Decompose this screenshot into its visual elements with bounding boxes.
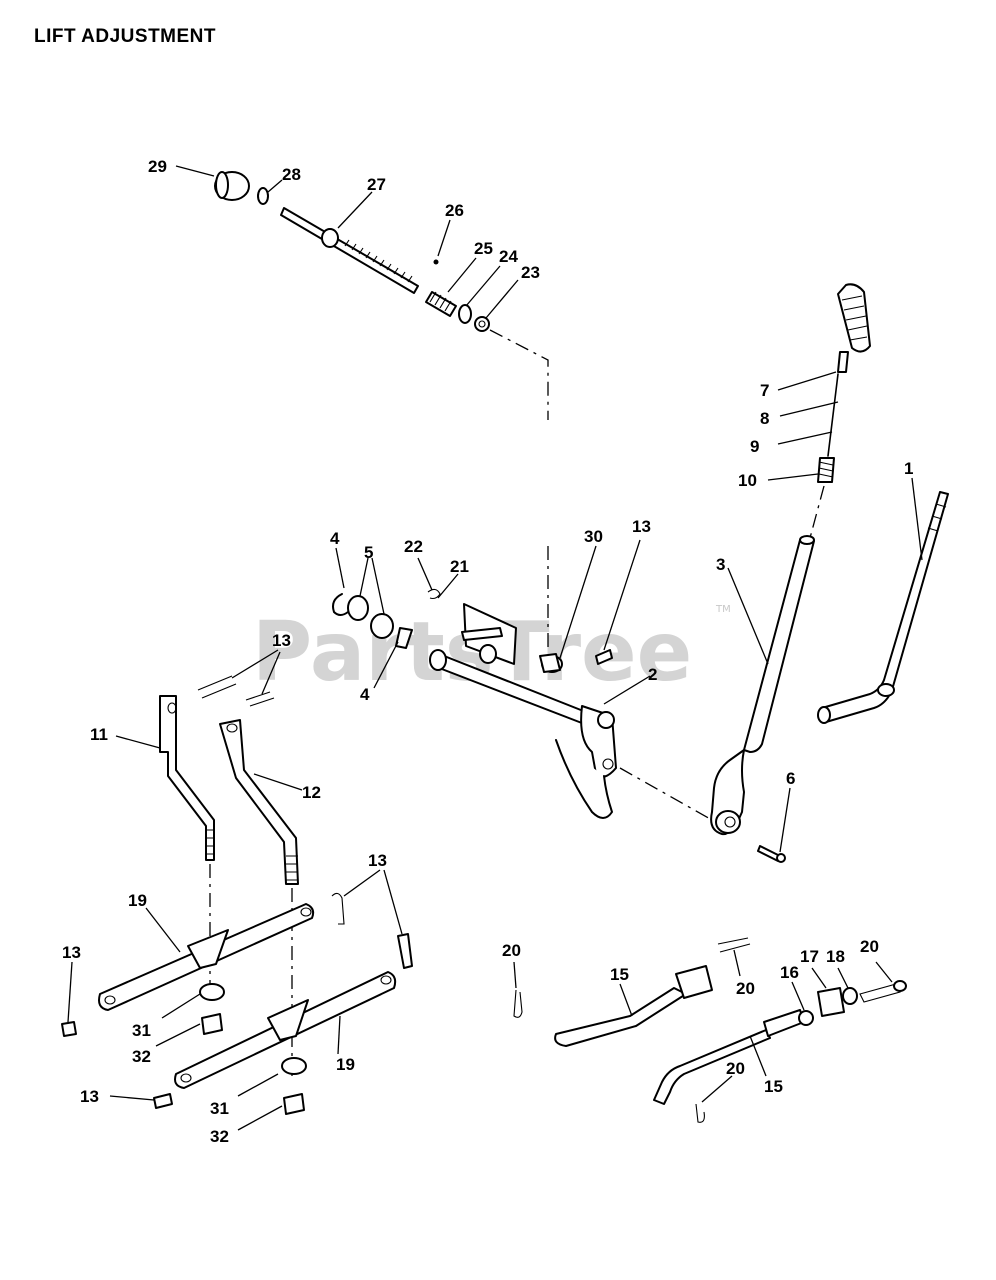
callout-29: 29 bbox=[148, 157, 167, 176]
part-17-block bbox=[817, 987, 845, 1017]
callout-20d: 20 bbox=[860, 937, 879, 956]
part-7-grip bbox=[837, 283, 871, 353]
part-13-pins-top bbox=[197, 675, 275, 707]
part-30-bushing bbox=[539, 653, 563, 673]
callout-31a: 31 bbox=[132, 1021, 151, 1040]
part-20-clip-lower bbox=[695, 1103, 705, 1123]
callout-30: 30 bbox=[584, 527, 603, 546]
callout-32a: 32 bbox=[132, 1047, 151, 1066]
part-20-clip-right bbox=[859, 980, 907, 1003]
part-2-lift-shaft bbox=[429, 603, 617, 819]
callout-26: 26 bbox=[445, 201, 464, 220]
part-31-bushing bbox=[199, 983, 307, 1075]
part-27-adjust-rod bbox=[280, 207, 419, 294]
part-12-lift-link bbox=[219, 719, 299, 885]
callout-11: 11 bbox=[90, 725, 108, 744]
part-4-e-ring bbox=[332, 593, 349, 616]
callout-27: 27 bbox=[367, 175, 386, 194]
callout-9: 9 bbox=[750, 437, 759, 456]
callout-13c: 13 bbox=[368, 851, 387, 870]
centerline-lever bbox=[809, 485, 825, 539]
callout-20b: 20 bbox=[736, 979, 755, 998]
part-8-pin bbox=[837, 351, 849, 373]
callout-15a: 15 bbox=[610, 965, 629, 984]
callout-31b: 31 bbox=[210, 1099, 229, 1118]
part-9-rod bbox=[827, 373, 839, 457]
part-1-rod bbox=[817, 491, 949, 724]
callout-8: 8 bbox=[760, 409, 769, 428]
callout-7: 7 bbox=[760, 381, 769, 400]
part-16-nut bbox=[798, 1010, 814, 1026]
callout-21: 21 bbox=[450, 557, 469, 576]
part-4-clip bbox=[395, 627, 413, 649]
part-18-washer bbox=[842, 987, 858, 1005]
callout-13b: 13 bbox=[272, 631, 291, 650]
part-23-nut bbox=[474, 316, 490, 332]
callout-4a: 4 bbox=[330, 529, 340, 548]
part-13-pin bbox=[595, 649, 613, 665]
callout-labels: 29 28 27 26 25 24 23 7 8 9 10 1 3 6 4 5 … bbox=[62, 157, 913, 1146]
callout-6: 6 bbox=[786, 769, 795, 788]
callout-18: 18 bbox=[826, 947, 845, 966]
callout-32b: 32 bbox=[210, 1127, 229, 1146]
callout-13d: 13 bbox=[62, 943, 81, 962]
part-5-washer bbox=[347, 595, 394, 639]
part-10-spring bbox=[817, 457, 835, 483]
callout-4b: 4 bbox=[360, 685, 370, 704]
callout-25: 25 bbox=[474, 239, 493, 258]
callout-15b: 15 bbox=[764, 1077, 783, 1096]
page-title: LIFT ADJUSTMENT bbox=[34, 26, 217, 47]
part-11-lift-link bbox=[159, 695, 215, 861]
callout-24: 24 bbox=[499, 247, 518, 266]
centerline-rod bbox=[489, 329, 549, 420]
callout-23: 23 bbox=[521, 263, 540, 282]
callout-13a: 13 bbox=[632, 517, 651, 536]
callout-20c: 20 bbox=[726, 1059, 745, 1078]
part-20-clip-upper bbox=[717, 937, 751, 953]
part-32-nut bbox=[201, 1013, 305, 1115]
part-20-clip-left bbox=[513, 989, 523, 1018]
callout-19b: 19 bbox=[336, 1055, 355, 1074]
part-24-washer bbox=[458, 304, 472, 324]
part-6-bolt bbox=[757, 845, 786, 863]
centerline-bolt bbox=[619, 767, 713, 821]
part-19-lift-arm-lower bbox=[174, 971, 397, 1089]
callout-16: 16 bbox=[780, 963, 799, 982]
callout-5: 5 bbox=[364, 543, 373, 562]
callout-28: 28 bbox=[282, 165, 301, 184]
watermark-tm: TM bbox=[715, 604, 731, 615]
part-26-pin bbox=[433, 259, 439, 265]
part-3-lift-lever bbox=[710, 535, 815, 836]
leader-lines bbox=[67, 165, 923, 1131]
callout-2: 2 bbox=[648, 665, 657, 684]
part-15-link-upper bbox=[554, 965, 713, 1047]
callout-3: 3 bbox=[716, 555, 725, 574]
callout-13e: 13 bbox=[80, 1087, 99, 1106]
part-28-washer bbox=[257, 187, 269, 205]
part-13-pins-lower bbox=[61, 892, 413, 1109]
part-19-lift-arm-upper bbox=[98, 903, 315, 1011]
callout-17: 17 bbox=[800, 947, 819, 966]
callout-22: 22 bbox=[404, 537, 423, 556]
callout-10: 10 bbox=[738, 471, 757, 490]
part-29-knob bbox=[214, 171, 250, 201]
callout-19a: 19 bbox=[128, 891, 147, 910]
callout-20a: 20 bbox=[502, 941, 521, 960]
callout-12: 12 bbox=[302, 783, 321, 802]
callout-1: 1 bbox=[904, 459, 913, 478]
part-25-spring bbox=[425, 291, 457, 317]
